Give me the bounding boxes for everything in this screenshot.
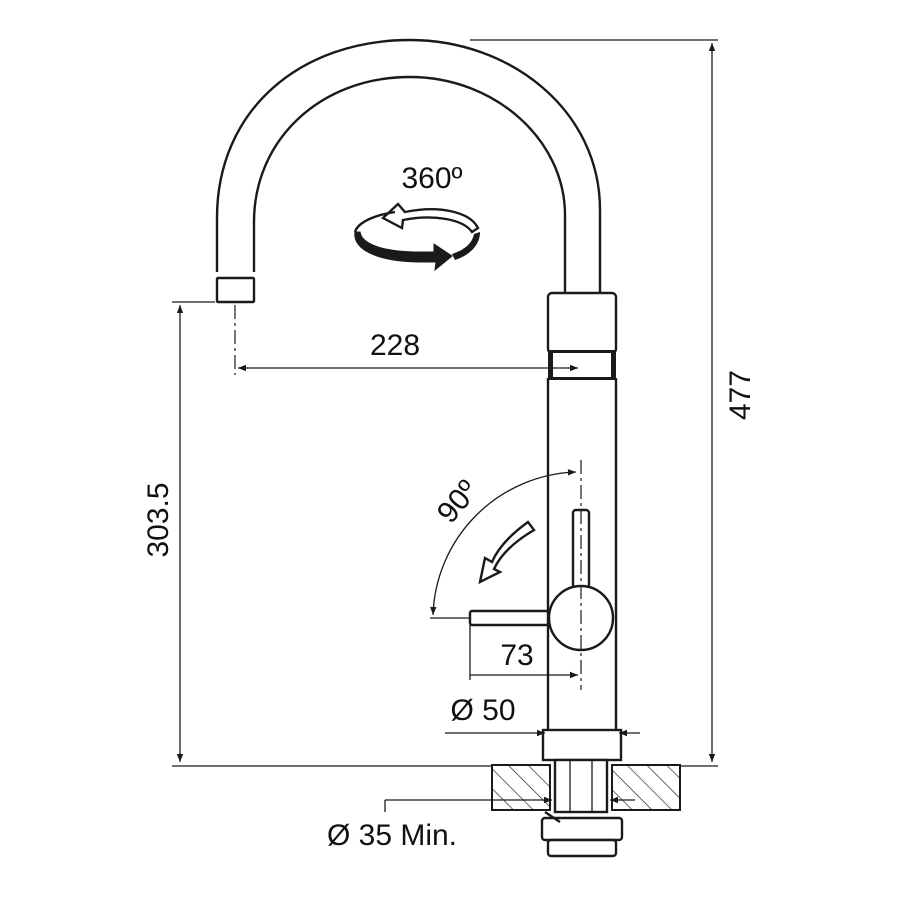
- lever: [468, 508, 615, 652]
- dimension-lever-angle: 90º: [430, 469, 577, 616]
- dimension-body-diameter: Ø 50: [445, 694, 640, 737]
- reference-lines: [172, 39, 718, 767]
- lever-horizontal: [468, 609, 550, 627]
- spout: [215, 38, 602, 304]
- mounting-shank: [553, 758, 609, 814]
- body-diameter-label: Ø 50: [450, 694, 515, 727]
- rotation-arrow-back: [380, 202, 480, 234]
- hole-diameter-label: Ø 35 Min.: [327, 819, 457, 852]
- spout-collar: [546, 291, 618, 355]
- total-height-label: 477: [724, 370, 757, 420]
- rotation-arrow-right-band: [452, 232, 480, 260]
- dimension-total-height: 477: [708, 43, 757, 762]
- lever-angle-label: 90º: [431, 474, 485, 529]
- lever-motion-arrow: [478, 520, 536, 585]
- countertop-right: [611, 764, 681, 811]
- mounting-nut: [540, 816, 624, 842]
- dimension-spout-reach: 228: [238, 329, 578, 372]
- spout-reach-label: 228: [370, 329, 420, 362]
- spout-outer-edge: [215, 38, 602, 295]
- spout-aerator: [215, 276, 256, 304]
- body-base: [541, 728, 623, 762]
- countertop-section: [491, 758, 681, 858]
- dimension-lever-reach: 73: [470, 639, 578, 679]
- rotation-symbol: 360º: [353, 162, 480, 272]
- countertop-left: [491, 764, 551, 811]
- lever-reach-label: 73: [500, 639, 533, 672]
- mounting-nut-lower: [546, 838, 618, 858]
- spout-inner-edge: [252, 75, 567, 295]
- rotation-label: 360º: [401, 162, 462, 195]
- dimension-spout-height: 303.5: [142, 305, 184, 762]
- spout-height-label: 303.5: [142, 482, 175, 557]
- rotation-arrow-front: [354, 231, 453, 272]
- dimension-hole-diameter: Ø 35 Min.: [327, 796, 635, 852]
